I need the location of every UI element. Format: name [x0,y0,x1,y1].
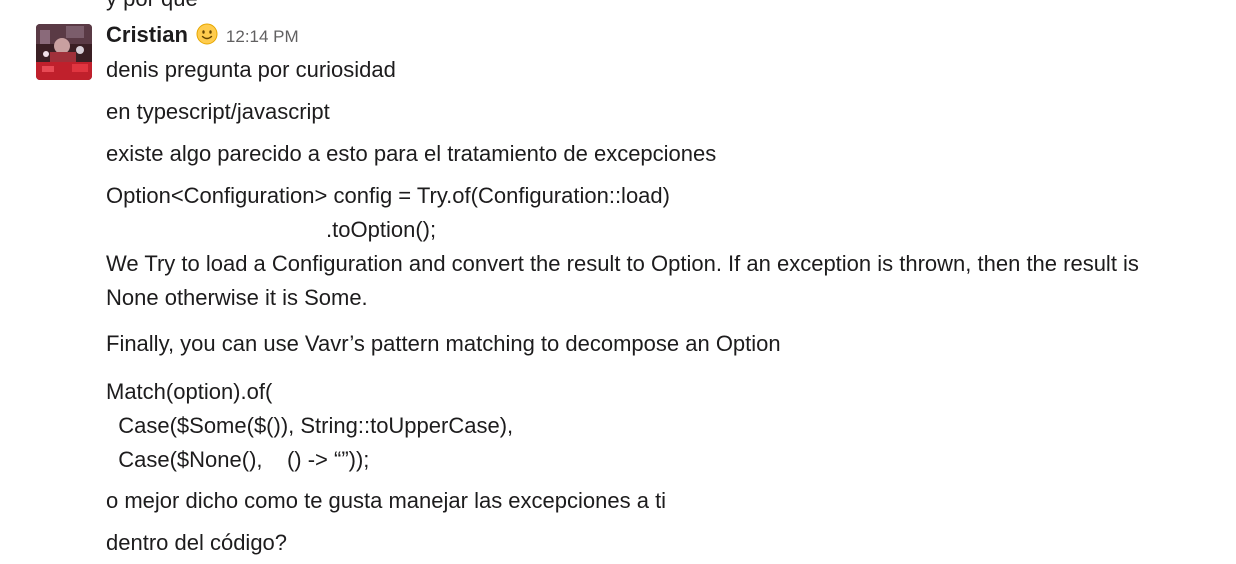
message-line: existe algo parecido a esto para el trat… [106,141,717,166]
message-line: o mejor dicho como te gusta manejar las … [106,488,667,513]
message-line: We Try to load a Configuration and conve… [106,251,1139,310]
message-line: denis pregunta por curiosidad [106,57,396,82]
message-line: dentro del código? [106,530,288,555]
code-line: Case($None(), () -> “”)); [106,447,370,472]
sender-name[interactable]: Cristian [106,22,188,47]
message-timestamp[interactable]: 12:14 PM [225,27,299,46]
message-line: en typescript/javascript [106,99,330,124]
message-line: Finally, you can use Vavr’s pattern matc… [106,331,781,356]
code-line: Case($Some($()), String::toUpperCase), [106,413,514,438]
previous-message-fragment: y por qué [106,0,198,12]
avatar[interactable] [36,24,92,80]
code-line: Option<Configuration> config = Try.of(Co… [106,183,670,208]
message-header: Cristian 12:14 PM [106,20,299,50]
code-line: .toOption(); [106,217,437,242]
slightly-smiling-face-icon[interactable] [196,23,218,45]
code-line: Match(option).of( [106,379,273,404]
